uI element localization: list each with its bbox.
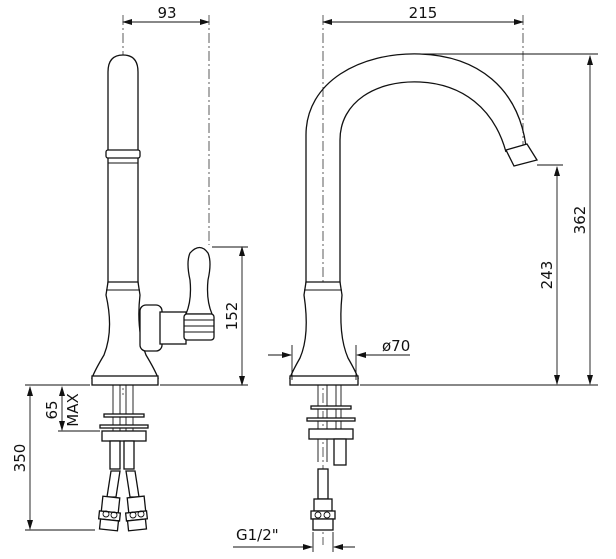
dim-spout-reach: 215	[409, 4, 438, 22]
dim-max-label: MAX	[64, 393, 82, 426]
handle-stem	[159, 311, 187, 345]
dim-max-deck-value: 65	[43, 400, 61, 419]
handle-collar	[183, 313, 215, 341]
base-plate-front	[289, 375, 359, 386]
dim-handle-height: 152	[223, 302, 241, 331]
lever-handle	[185, 246, 213, 315]
spout-nozzle	[505, 143, 539, 167]
dim-connection-thread: G1/2"	[236, 526, 279, 544]
handle-hub	[139, 304, 163, 352]
side-view: 93 152 65 MAX 350	[11, 4, 248, 532]
dim-total-height: 362	[571, 206, 589, 235]
spout-inner	[339, 81, 507, 285]
dim-hose-length: 350	[11, 444, 29, 473]
front-view: 215 243 362 ø70 G1/2"	[233, 4, 598, 552]
spout-tube	[107, 54, 139, 285]
dim-base-diameter: ø70	[382, 337, 410, 355]
mounting-hardware-front	[306, 385, 356, 531]
mounting-hardware	[99, 385, 149, 470]
flexible-hoses	[97, 470, 149, 532]
dim-outlet-height: 243	[538, 261, 556, 290]
dim-handle-offset: 93	[157, 4, 176, 22]
faucet-body-front	[289, 281, 359, 379]
base-plate	[91, 375, 159, 386]
spout-ring	[105, 149, 141, 159]
spout-outer	[305, 53, 527, 285]
